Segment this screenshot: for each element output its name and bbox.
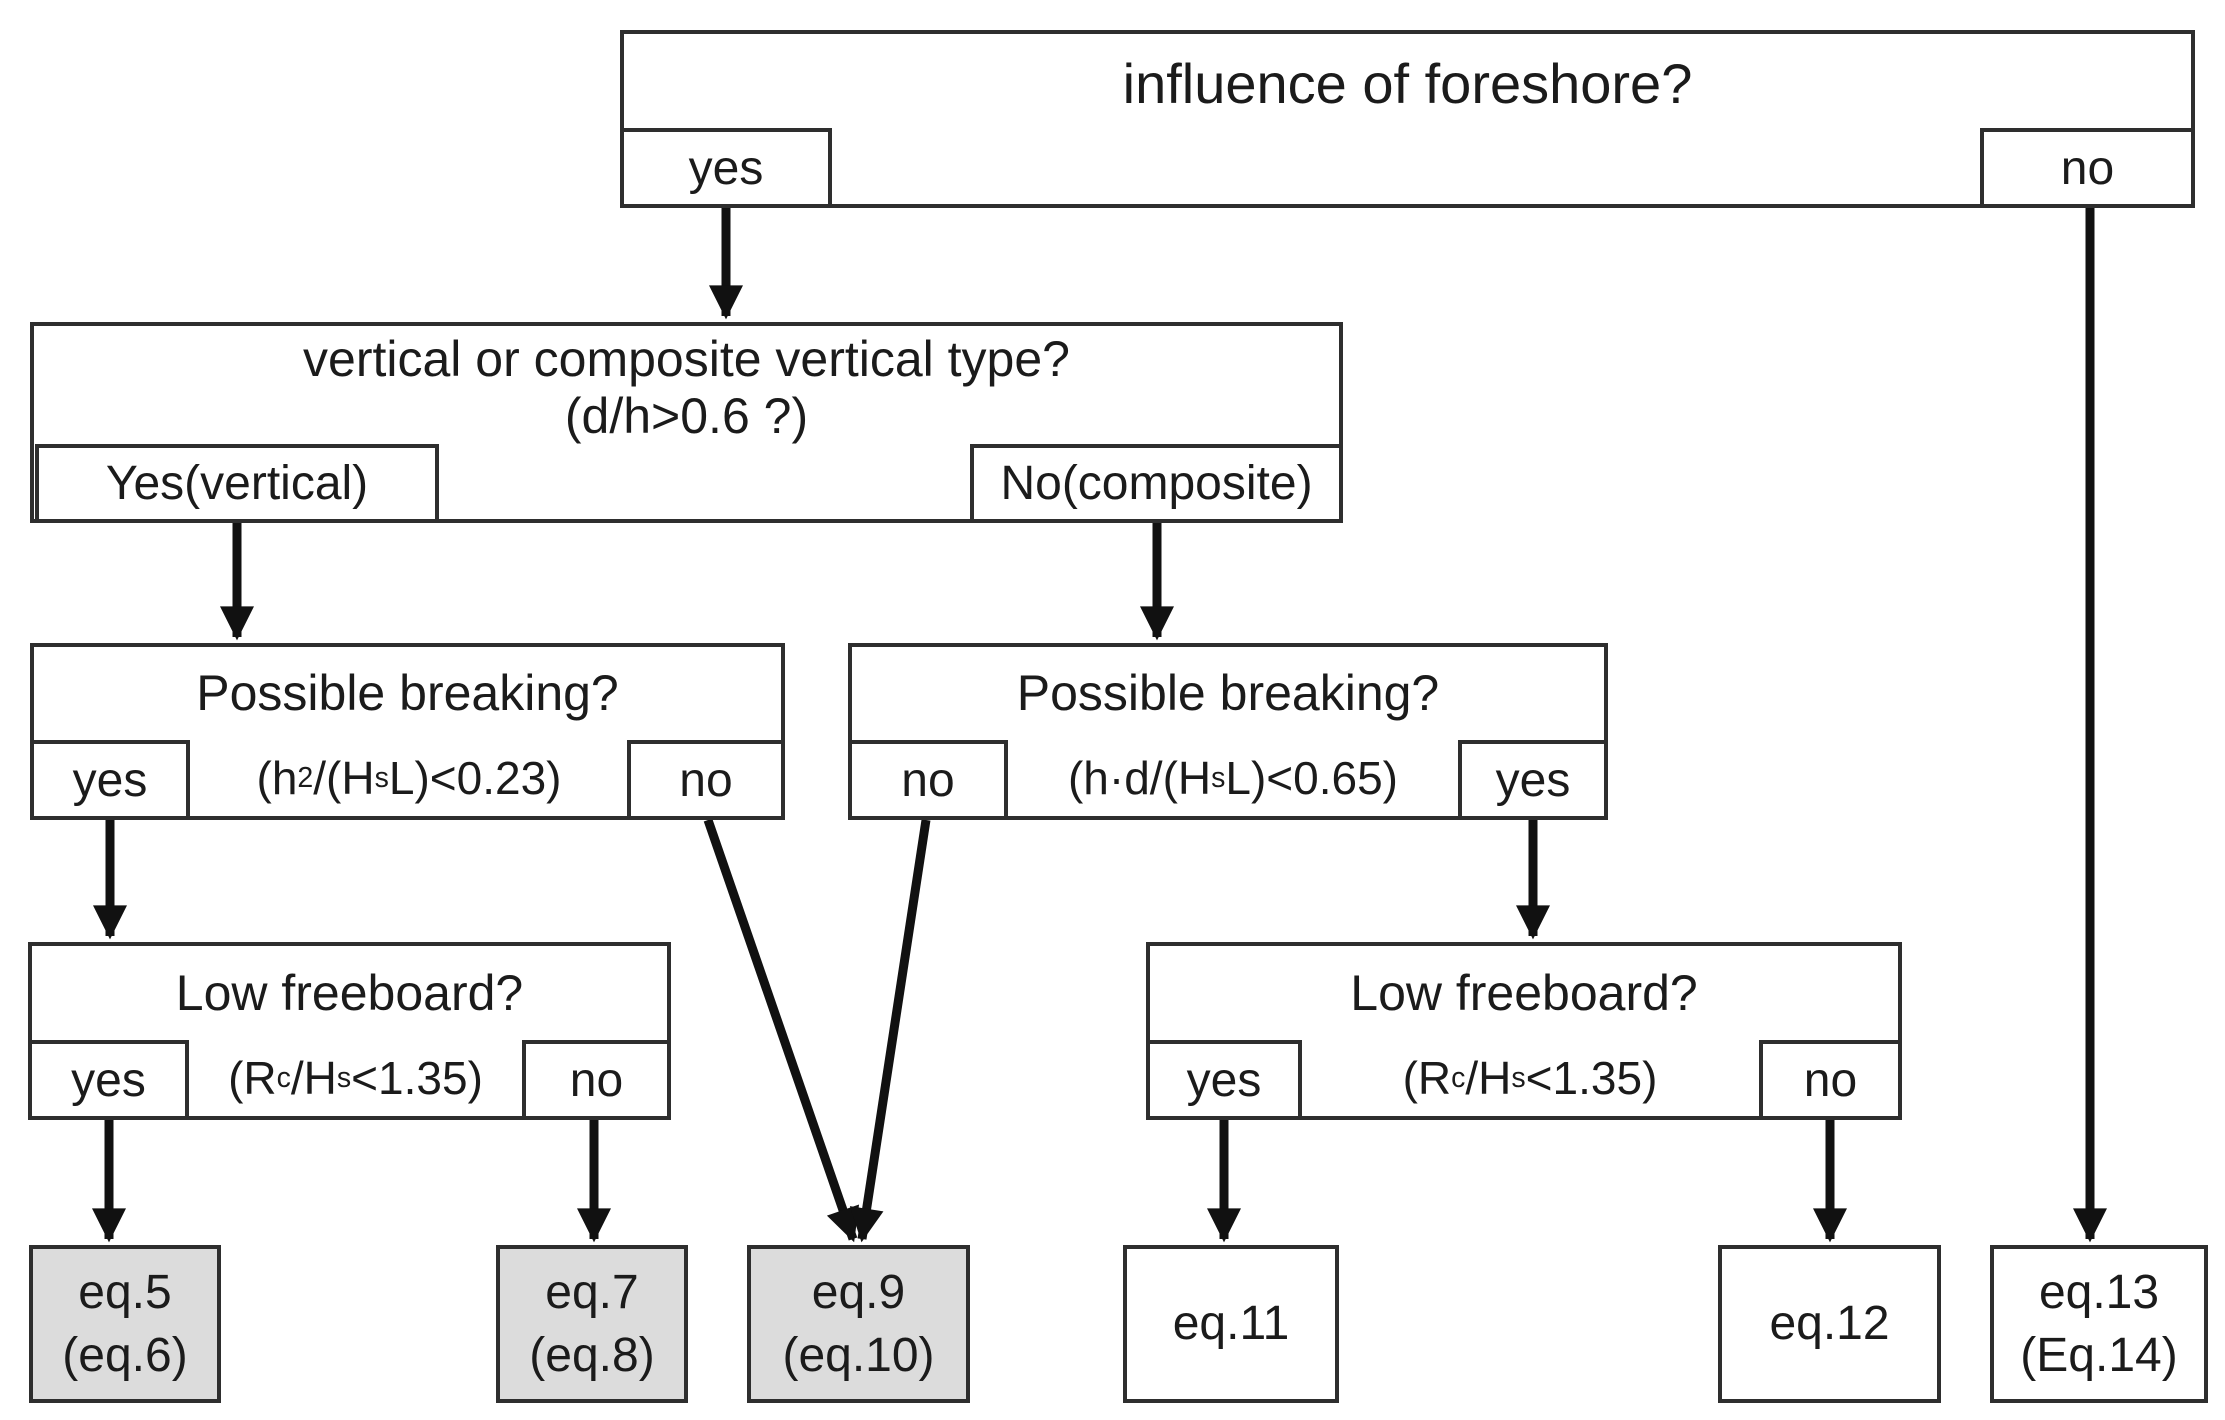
eq11-line1: eq.11 <box>1172 1297 1290 1351</box>
decision-node-foreshore <box>620 30 2195 208</box>
foreshore-yes-branch: yes <box>620 128 832 208</box>
result-node-eq13: eq.13 (Eq.14) <box>1990 1245 2208 1403</box>
vertical-type-question-line1: vertical or composite vertical type? <box>303 330 1070 387</box>
freeboard-left-question: Low freeboard? <box>175 965 524 1022</box>
vertical-type-question-line2: (d/h>0.6 ?) <box>564 388 809 444</box>
foreshore-question: influence of foreshore? <box>1122 51 1693 115</box>
eq13-line1: eq.13 <box>2038 1265 2160 1319</box>
freeboard-left-no-branch: no <box>522 1040 671 1120</box>
eq7-line1: eq.7 <box>545 1265 639 1319</box>
foreshore-no-branch: no <box>1980 128 2195 208</box>
eq13-line2: (Eq.14) <box>2020 1329 2178 1382</box>
breaking-left-yes-branch: yes <box>30 740 190 820</box>
eq9-line2: (eq.10) <box>782 1329 935 1382</box>
freeboard-right-no-branch: no <box>1759 1040 1902 1120</box>
formula-part: L)<0.23) <box>388 752 562 804</box>
breaking-left-no-branch: no <box>627 740 785 820</box>
formula-part: /(H <box>313 752 375 804</box>
result-node-eq7: eq.7 (eq.8) <box>496 1245 688 1403</box>
formula-part: (R <box>1402 1052 1452 1104</box>
freeboard-right-question: Low freeboard? <box>1350 965 1698 1022</box>
freeboard-right-yes-branch: yes <box>1146 1040 1302 1120</box>
breaking-right-no-branch: no <box>848 740 1008 820</box>
breaking-left-question: Possible breaking? <box>196 665 619 722</box>
result-node-eq12: eq.12 <box>1718 1245 1941 1403</box>
arrow-breaking-right-no-to-eq9 <box>849 819 931 1243</box>
eq5-line1: eq.5 <box>78 1265 172 1319</box>
arrow-breaking-left-no-to-eq9 <box>703 818 860 1243</box>
eq7-line2: (eq.8) <box>529 1329 655 1382</box>
formula-part: L)<0.65) <box>1225 752 1398 804</box>
formula-part: (R <box>228 1052 277 1104</box>
formula-part: /H <box>1465 1052 1512 1104</box>
result-node-eq9: eq.9 (eq.10) <box>747 1245 970 1403</box>
formula-part: (h·d/(H <box>1067 752 1212 804</box>
eq9-line1: eq.9 <box>811 1265 906 1319</box>
breaking-right-yes-branch: yes <box>1458 740 1608 820</box>
vertical-type-question: vertical or composite vertical type? (d/… <box>30 330 1343 446</box>
eq12-line1: eq.12 <box>1769 1297 1890 1351</box>
formula-part: (h <box>256 752 298 804</box>
freeboard-left-yes-branch: yes <box>28 1040 189 1120</box>
formula-part: /H <box>290 1052 337 1104</box>
formula-part: <1.35) <box>351 1052 483 1104</box>
vertical-type-yes-branch: Yes(vertical) <box>35 444 439 523</box>
formula-part: <1.35) <box>1525 1052 1658 1104</box>
result-node-eq5: eq.5 (eq.6) <box>29 1245 221 1403</box>
breaking-right-question: Possible breaking? <box>1016 665 1440 722</box>
vertical-type-no-branch: No(composite) <box>970 444 1343 523</box>
eq5-line2: (eq.6) <box>62 1329 188 1382</box>
result-node-eq11: eq.11 <box>1123 1245 1339 1403</box>
